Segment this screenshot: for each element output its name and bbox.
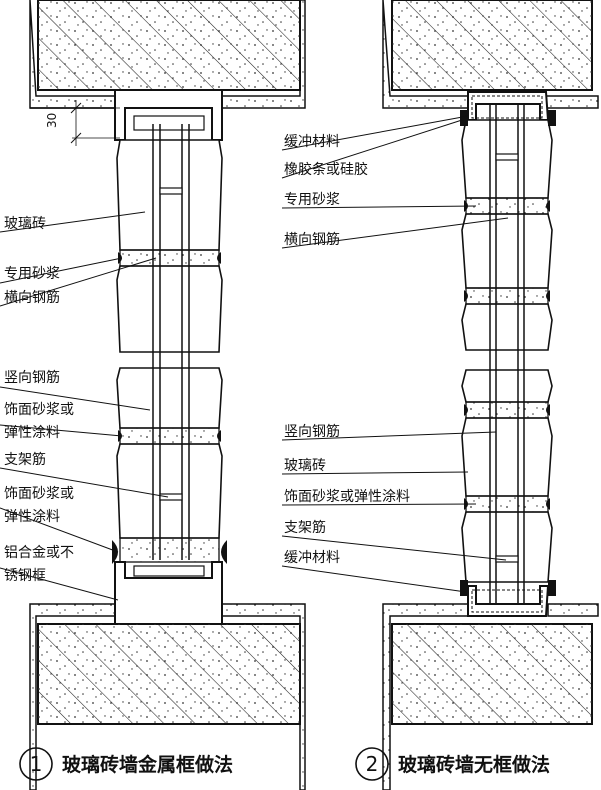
label-glass-block: 玻璃砖 — [4, 215, 46, 232]
caption-circle-1 — [19, 747, 53, 781]
dimension-30: 30 — [45, 113, 59, 128]
label-vertical-rebar-r: 竖向钢筋 — [284, 423, 340, 440]
label-special-mortar: 专用砂浆 — [4, 266, 60, 282]
label-finish-mortar-1a: 饰面砂浆或 — [4, 402, 74, 418]
caption-circle-2 — [355, 747, 389, 781]
label-finish-mortar-2a: 饰面砂浆或 — [4, 486, 74, 502]
caption-number-2: 2 — [366, 752, 379, 776]
label-support-bar: 支架筋 — [4, 451, 46, 468]
label-support-bar-r: 支架筋 — [284, 519, 326, 536]
caption-number-1: 1 — [30, 752, 43, 776]
label-cushion-bottom: 缓冲材料 — [284, 550, 340, 566]
label-finish-mortar-1b: 弹性涂料 — [4, 425, 60, 441]
caption-title-2: 玻璃砖墙无框做法 — [398, 753, 550, 776]
caption-left: 1 玻璃砖墙金属框做法 — [19, 747, 233, 781]
label-rubber-strip: 橡胶条或硅胶 — [284, 161, 368, 178]
top-metal-frame — [114, 89, 223, 141]
caption-title-1: 玻璃砖墙金属框做法 — [62, 753, 233, 776]
right-detail — [281, 0, 599, 790]
right-labels: 缓冲材料 橡胶条或硅胶 专用砂浆 横向钢筋 竖向钢筋 玻璃砖 饰面砂浆或弹性涂料… — [284, 134, 410, 566]
label-horizontal-rebar-r: 横向钢筋 — [284, 231, 340, 248]
left-labels: 30 玻璃砖 专用砂浆 横向钢筋 竖向钢筋 饰面砂浆或 弹性涂料 支架筋 饰面砂… — [4, 113, 74, 584]
label-special-mortar-r: 专用砂浆 — [284, 192, 340, 208]
label-vertical-rebar: 竖向钢筋 — [4, 369, 60, 386]
label-finish-mortar-r: 饰面砂浆或弹性涂料 — [284, 489, 410, 505]
label-metal-frame-b: 锈钢框 — [4, 568, 46, 584]
caption-right: 2 玻璃砖墙无框做法 — [355, 747, 550, 781]
label-horizontal-rebar: 横向钢筋 — [4, 289, 60, 306]
label-finish-mortar-2b: 弹性涂料 — [4, 509, 60, 525]
label-metal-frame-a: 铝合金或不 — [4, 545, 74, 561]
label-glass-block-r: 玻璃砖 — [284, 457, 326, 474]
label-cushion-top: 缓冲材料 — [284, 134, 340, 150]
left-detail — [0, 0, 306, 790]
